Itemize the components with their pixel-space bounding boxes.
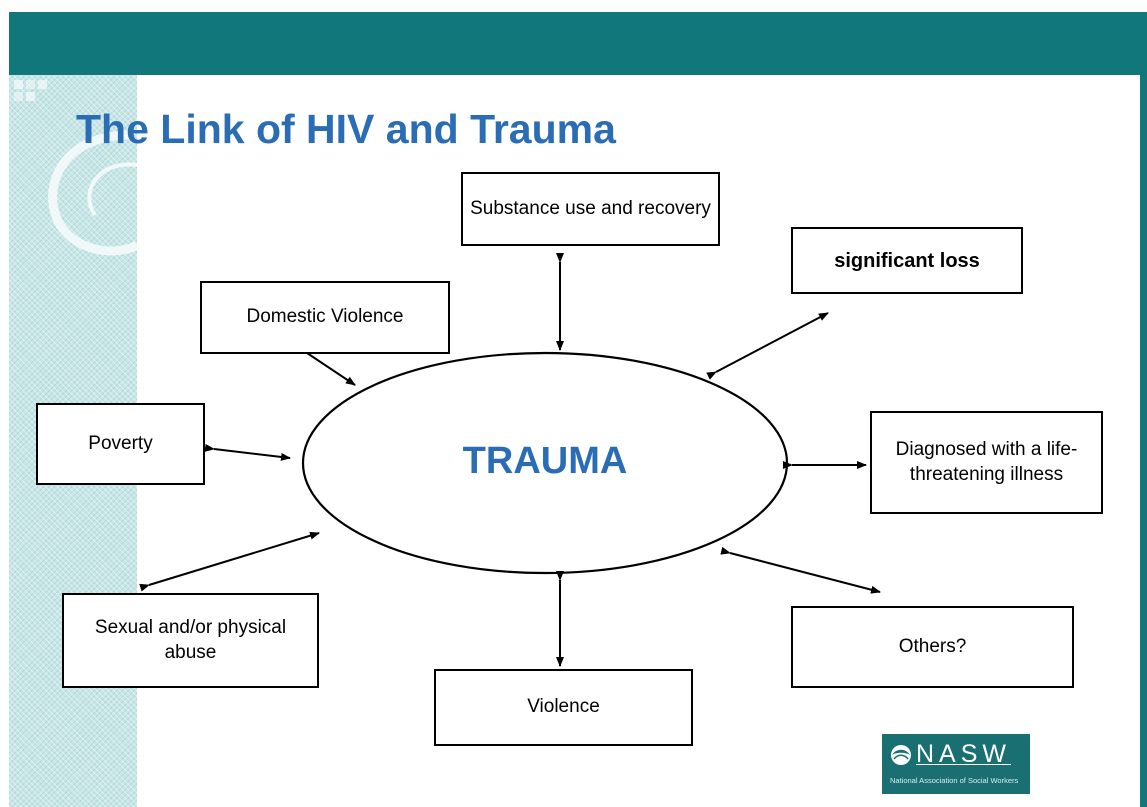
node-substance-use: Substance use and recovery [461, 172, 720, 246]
sidebar-swirl-decoration [14, 80, 140, 256]
right-edge-strip [1140, 75, 1147, 807]
connector-poverty [204, 443, 291, 461]
slide-title: The Link of HIV and Trauma [76, 106, 616, 152]
top-margin [0, 0, 1147, 12]
node-others: Others? [791, 606, 1074, 688]
connector-significant-loss [706, 312, 829, 380]
left-margin [0, 0, 9, 807]
node-significant-loss: significant loss [791, 227, 1023, 294]
logo-wordmark: NASW [916, 740, 1011, 768]
connector-domestic-violence [306, 352, 356, 386]
nasw-logo-mark-icon [891, 745, 911, 765]
node-sexual-physical-abuse: Sexual and/or physical abuse [62, 593, 319, 688]
connector-sexual-abuse [139, 531, 320, 592]
node-domestic-violence: Domestic Violence [200, 281, 450, 354]
header-band [9, 12, 1147, 75]
node-poverty: Poverty [36, 403, 205, 485]
node-diagnosed-illness: Diagnosed with a life-threatening illnes… [870, 411, 1103, 514]
trauma-label: TRAUMA [462, 440, 628, 482]
connector-others [720, 546, 881, 594]
logo-tagline: National Association of Social Workers [890, 776, 1019, 785]
nasw-logo: NASW National Association of Social Work… [882, 734, 1030, 794]
node-violence: Violence [434, 669, 693, 746]
